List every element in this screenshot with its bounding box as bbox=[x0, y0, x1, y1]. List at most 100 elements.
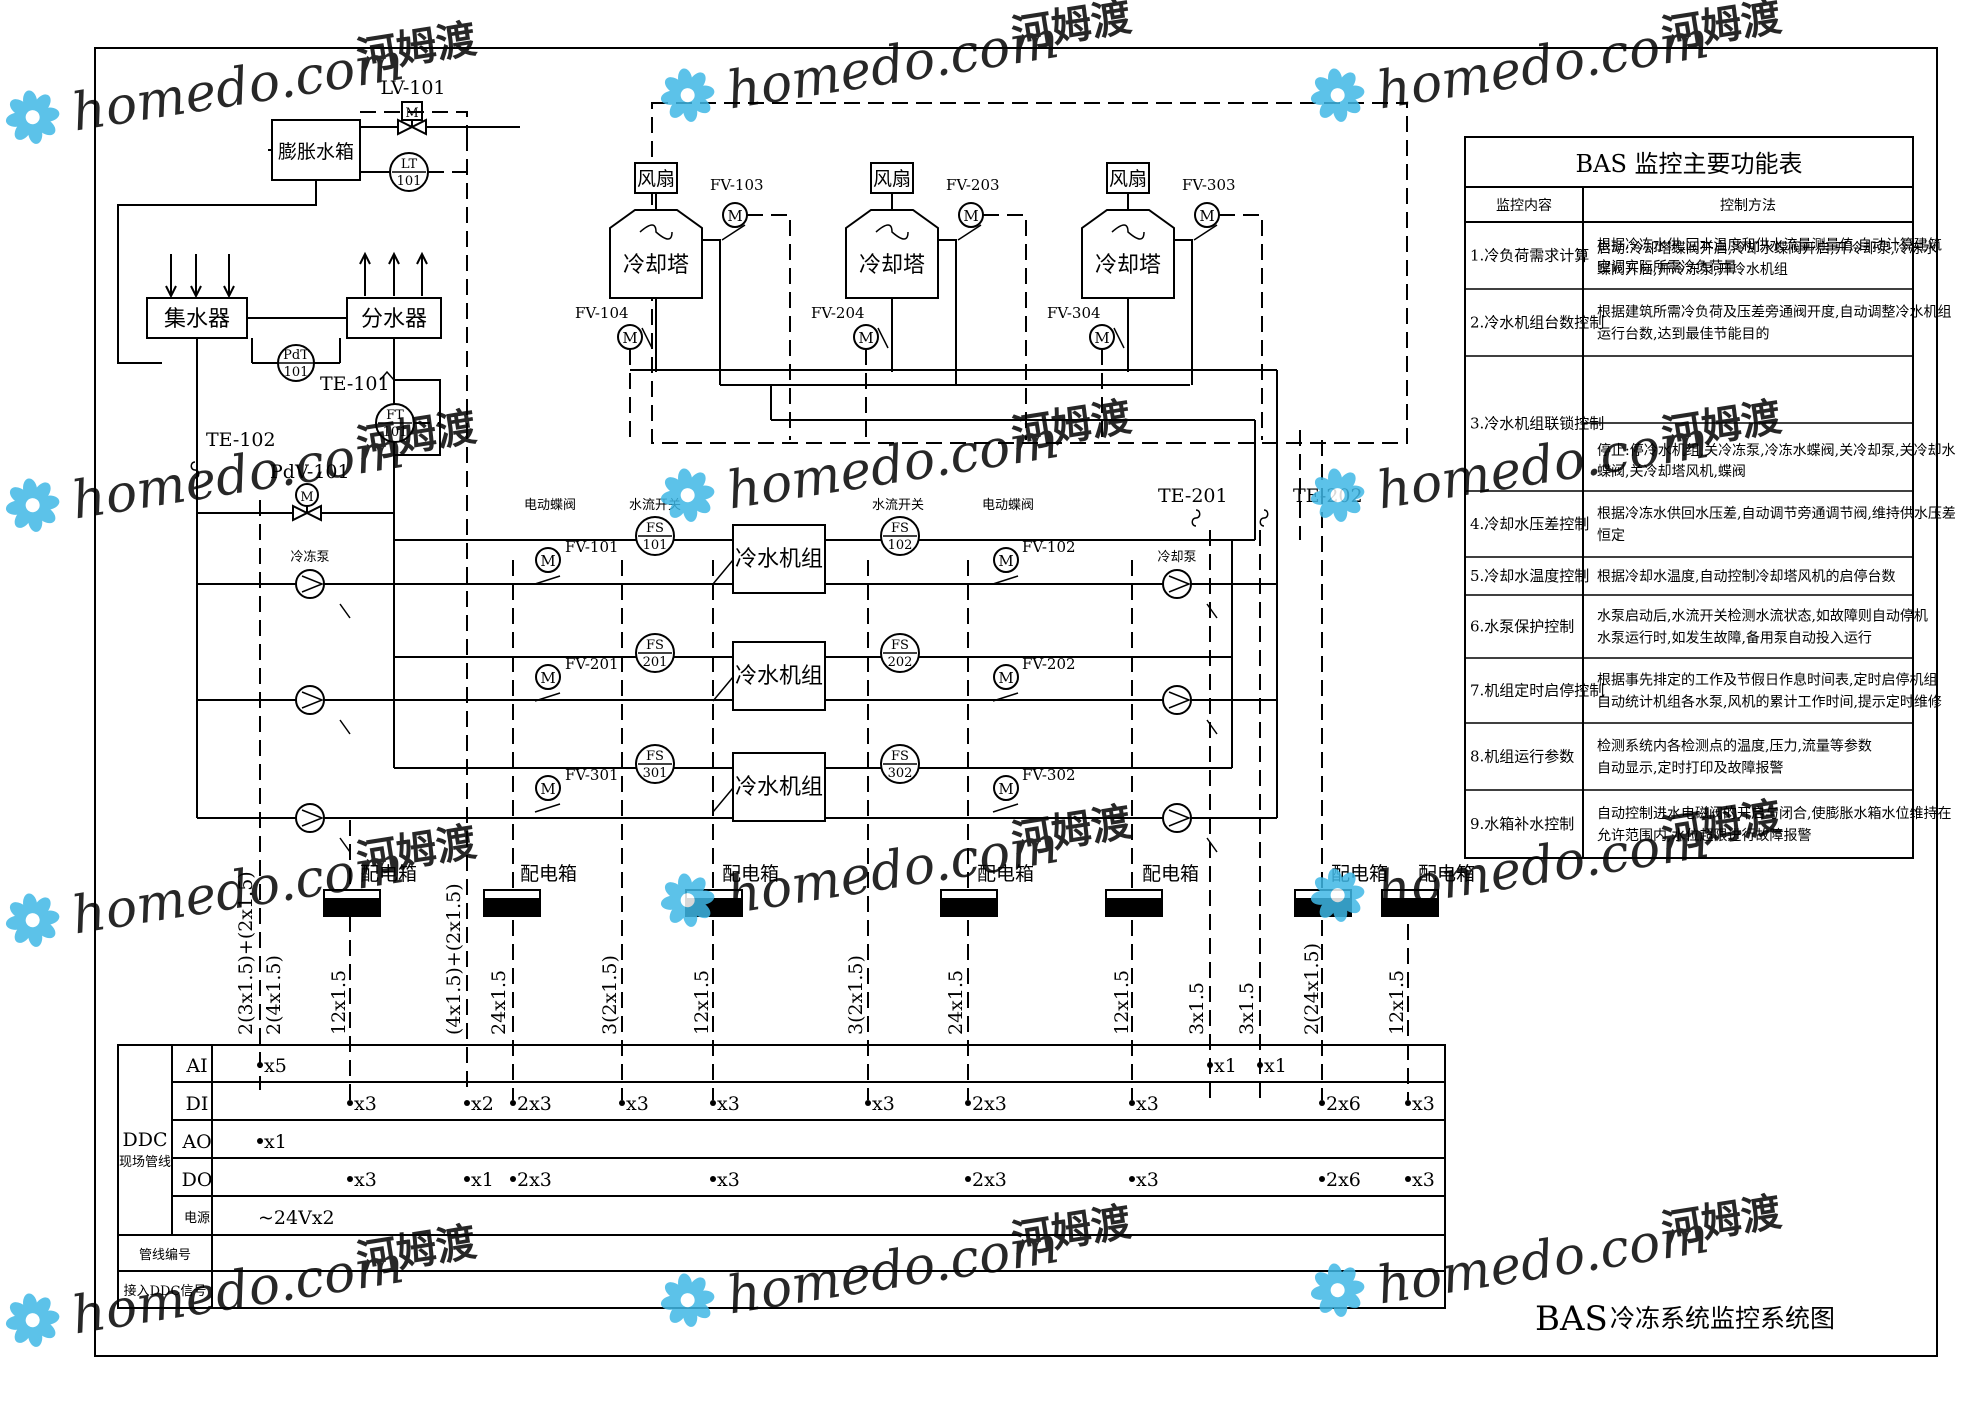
svg-text:101: 101 bbox=[397, 174, 422, 189]
watermark-flower-icon bbox=[5, 478, 60, 532]
expansion-tank-label: 膨胀水箱 bbox=[278, 141, 354, 163]
svg-text:2x3: 2x3 bbox=[517, 1169, 552, 1191]
cable-spec-label: 3x1.5 bbox=[1186, 982, 1208, 1035]
cable-spec-label: 24x1.5 bbox=[488, 970, 510, 1035]
svg-text:河姆渡: 河姆渡 bbox=[1009, 798, 1135, 863]
chilled-pump-2 bbox=[295, 685, 351, 735]
ddc-count: x3 bbox=[347, 1169, 377, 1191]
svg-text:x2: x2 bbox=[471, 1093, 494, 1115]
function-row-method: 空调实际所需冷负荷量 bbox=[1597, 260, 1737, 276]
watermark-flower-icon bbox=[5, 1293, 60, 1347]
valve-motor-icon: M bbox=[617, 324, 643, 350]
te201-label: TE-201 bbox=[1158, 485, 1228, 507]
drawing-title-prefix: BAS bbox=[1535, 1299, 1608, 1339]
svg-text:2x6: 2x6 bbox=[1326, 1169, 1361, 1191]
chiller-label: 冷水机组 bbox=[735, 547, 823, 572]
cable-spec-label: 12x1.5 bbox=[1386, 970, 1408, 1035]
svg-text:M: M bbox=[540, 552, 555, 570]
svg-text:分水器: 分水器 bbox=[361, 307, 427, 332]
svg-text:河姆渡: 河姆渡 bbox=[354, 15, 480, 80]
ddc-count: x1 bbox=[1257, 1055, 1287, 1077]
svg-text:202: 202 bbox=[888, 655, 913, 670]
ddc-row-do: DO bbox=[182, 1169, 213, 1191]
tower-label: 冷却塔 bbox=[623, 253, 689, 278]
fv-right-label: FV-302 bbox=[1022, 766, 1076, 784]
lt101-sensor: LT 101 bbox=[389, 152, 429, 192]
function-row-item: 2.冷水机组台数控制 bbox=[1470, 314, 1604, 332]
svg-text:101: 101 bbox=[643, 538, 668, 553]
ddc-power: ~24Vx2 bbox=[258, 1207, 335, 1229]
ddc-count: x3 bbox=[619, 1093, 649, 1115]
svg-text:x3: x3 bbox=[1412, 1169, 1435, 1191]
distribution-box-4: 配电箱 bbox=[940, 863, 1034, 917]
lv101-label: LV-101 bbox=[380, 77, 445, 99]
svg-text:x3: x3 bbox=[354, 1169, 377, 1191]
function-row-item: 3.冷水机组联锁控制 bbox=[1470, 415, 1604, 433]
distribution-box-2: 配电箱 bbox=[483, 863, 577, 917]
svg-text:2x3: 2x3 bbox=[972, 1093, 1007, 1115]
svg-text:河姆渡: 河姆渡 bbox=[1659, 1188, 1785, 1253]
label-valve-right: 电动蝶阀 bbox=[982, 498, 1034, 513]
svg-text:FS: FS bbox=[891, 749, 909, 764]
distribution-box-label: 配电箱 bbox=[722, 863, 779, 885]
svg-text:FS: FS bbox=[646, 521, 664, 536]
ddc-count: x3 bbox=[710, 1169, 740, 1191]
ddc-count: 2x3 bbox=[965, 1169, 1007, 1191]
function-row-method: 自动控制进水电磁阀的开启与闭合,使膨胀水箱水位维持在 bbox=[1597, 805, 1951, 822]
label-valve-left: 电动蝶阀 bbox=[524, 498, 576, 513]
function-row: 8.机组运行参数检测系统内各检测点的温度,压力,流量等参数自动显示,定时打印及故… bbox=[1465, 722, 1913, 777]
cooling-pump-1 bbox=[1162, 569, 1218, 619]
function-row-method: 自动显示,定时打印及故障报警 bbox=[1597, 760, 1783, 777]
ddc-row-power: 电源 bbox=[184, 1211, 210, 1226]
function-row: 5.冷却水温度控制根据冷却水温度,自动控制冷却塔风机的启停台数 bbox=[1465, 556, 1913, 585]
svg-text:201: 201 bbox=[643, 655, 668, 670]
svg-text:x5: x5 bbox=[264, 1055, 287, 1077]
distribution-box-label: 配电箱 bbox=[1142, 863, 1199, 885]
ddc-count: x3 bbox=[1405, 1093, 1435, 1115]
ddc-count: x3 bbox=[865, 1093, 895, 1115]
watermark-flower-icon bbox=[660, 468, 715, 522]
function-table-col1: 监控内容 bbox=[1496, 197, 1552, 214]
watermark-flower-icon bbox=[5, 893, 60, 947]
function-row-method: 蝶阀开启,开冷冻泵,开冷水机组 bbox=[1597, 261, 1788, 278]
fv-left-label: FV-301 bbox=[565, 766, 619, 784]
valve-motor-icon: M bbox=[535, 775, 561, 801]
cable-spec-label: 2(3x1.5)+(2x1.5) bbox=[235, 871, 257, 1035]
svg-text:M: M bbox=[540, 669, 555, 687]
svg-text:x3: x3 bbox=[626, 1093, 649, 1115]
chiller-label: 冷水机组 bbox=[735, 664, 823, 689]
ddc-title: DDC bbox=[122, 1129, 167, 1151]
ddc-row-ao: AO bbox=[181, 1131, 211, 1153]
watermark-flower-icon bbox=[1310, 1263, 1365, 1317]
valve-motor-icon: M bbox=[535, 547, 561, 573]
function-row-item: 8.机组运行参数 bbox=[1470, 748, 1574, 766]
watermark-flower-icon bbox=[660, 873, 715, 927]
svg-text:101: 101 bbox=[383, 425, 408, 440]
svg-text:2x3: 2x3 bbox=[972, 1169, 1007, 1191]
fan-box bbox=[870, 162, 914, 194]
valve-motor-icon: M bbox=[1194, 202, 1220, 228]
distribution-box-label: 配电箱 bbox=[360, 863, 417, 885]
function-row-item: 4.冷却水压差控制 bbox=[1470, 515, 1589, 533]
watermark-flower-icon bbox=[5, 90, 60, 144]
svg-text:FS: FS bbox=[646, 638, 664, 653]
valve-motor-icon: M bbox=[722, 202, 748, 228]
ddc-subtitle: 现场管线 bbox=[119, 1155, 171, 1170]
svg-text:x1: x1 bbox=[264, 1131, 287, 1153]
ddc-row-ai: AI bbox=[185, 1055, 207, 1077]
chilled-pump-3 bbox=[295, 803, 351, 853]
svg-text:FT: FT bbox=[386, 408, 404, 423]
ddc-count: x1 bbox=[1207, 1055, 1237, 1077]
function-row-method: 运行台数,达到最佳节能目的 bbox=[1597, 327, 1769, 343]
svg-text:M: M bbox=[963, 207, 978, 225]
distribution-box-label: 配电箱 bbox=[520, 863, 577, 885]
valve-motor-icon: M bbox=[993, 664, 1019, 690]
svg-text:河姆渡: 河姆渡 bbox=[1009, 393, 1135, 458]
function-row: 9.水箱补水控制自动控制进水电磁阀的开启与闭合,使膨胀水箱水位维持在允许范围内,… bbox=[1465, 789, 1951, 844]
